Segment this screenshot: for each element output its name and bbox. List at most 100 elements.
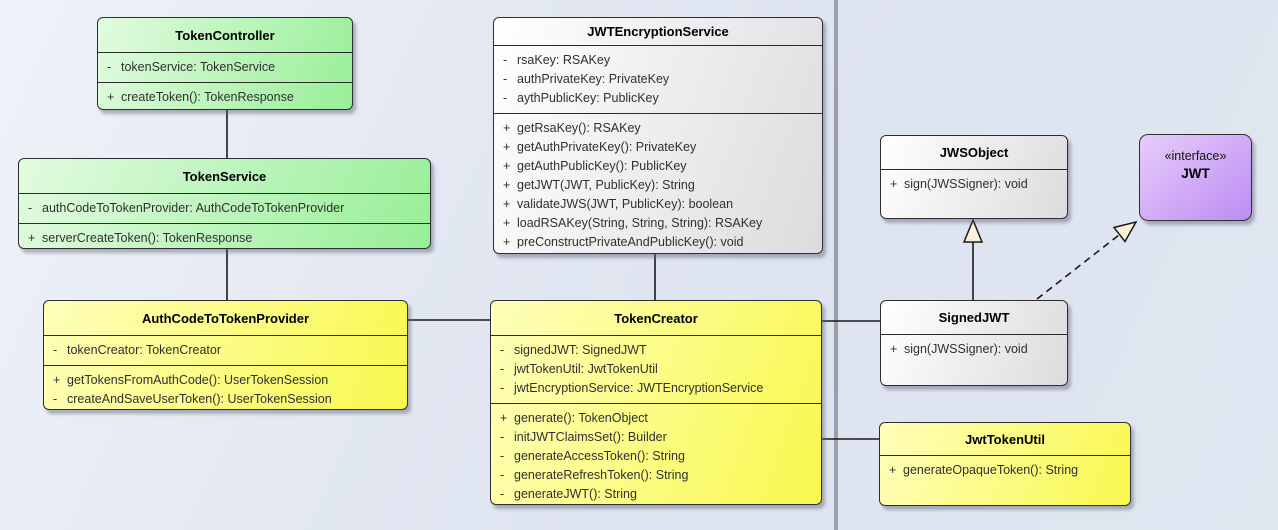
member-text: sign(JWSSigner): void (904, 342, 1028, 356)
class-box-signedjwt[interactable]: SignedJWT + sign(JWSSigner): void (880, 300, 1068, 386)
visibility-marker: + (28, 231, 36, 245)
generalization-signedjwt-jwsobject[interactable] (962, 218, 984, 300)
class-title: JWT (1181, 166, 1210, 181)
class-box-authcodetotokenprovider[interactable]: AuthCodeToTokenProvider -tokenCreator: T… (43, 300, 408, 410)
class-title: SignedJWT (938, 310, 1010, 325)
realization-arrowhead (1112, 220, 1138, 243)
visibility-marker: - (500, 487, 505, 501)
visibility-marker: + (107, 90, 115, 104)
attributes-compartment: -rsaKey: RSAKey-authPrivateKey: PrivateK… (494, 45, 822, 113)
member-row: -tokenService: TokenService (98, 58, 352, 77)
class-title: AuthCodeToTokenProvider (141, 310, 310, 326)
member-row: + generateOpaqueToken(): String (880, 461, 1130, 480)
member-text: generateRefreshToken(): String (514, 468, 689, 482)
member-text: signedJWT: SignedJWT (514, 343, 647, 357)
visibility-marker: - (53, 343, 58, 357)
member-text: aythPublicKey: PublicKey (517, 91, 659, 105)
member-row: -authCodeToTokenProvider: AuthCodeToToke… (19, 199, 430, 218)
attributes-compartment: -tokenService: TokenService (98, 52, 352, 82)
visibility-marker: + (503, 121, 511, 135)
class-title: TokenCreator (614, 310, 698, 326)
member-row: -signedJWT: SignedJWT (491, 341, 821, 360)
member-text: authPrivateKey: PrivateKey (517, 72, 670, 86)
visibility-marker: + (890, 342, 898, 356)
visibility-marker: + (503, 159, 511, 173)
visibility-marker: - (500, 343, 505, 357)
class-box-tokenservice[interactable]: TokenService -authCodeToTokenProvider: A… (18, 158, 431, 249)
visibility-marker: + (503, 197, 511, 211)
visibility-marker: - (28, 201, 33, 215)
methods-compartment: + getRsaKey(): RSAKey + getAuthPrivateKey()… (494, 113, 822, 253)
member-row: -aythPublicKey: PublicKey (494, 89, 822, 108)
visibility-marker: - (503, 72, 508, 86)
member-text: createAndSaveUserToken(): UserTokenSessi… (67, 392, 332, 406)
member-text: generateAccessToken(): String (514, 449, 685, 463)
methods-compartment: +getTokensFromAuthCode(): UserTokenSessi… (44, 365, 407, 409)
methods-compartment: +generate(): TokenObject-initJWTClaimsSe… (491, 403, 821, 504)
member-text: validateJWS(JWT, PublicKey): boolean (517, 197, 734, 211)
class-box-tokencontroller[interactable]: TokenController -tokenService: TokenServ… (97, 17, 353, 110)
member-row: -rsaKey: RSAKey (494, 51, 822, 70)
member-row: +getTokensFromAuthCode(): UserTokenSessi… (44, 371, 407, 390)
class-box-tokencreator[interactable]: TokenCreator -signedJWT: SignedJWT-jwtTo… (490, 300, 822, 505)
visibility-marker: + (503, 235, 511, 249)
attributes-compartment: -tokenCreator: TokenCreator (44, 335, 407, 365)
methods-compartment: + serverCreateToken(): TokenResponse (19, 223, 430, 248)
member-text: getAuthPrivateKey(): PrivateKey (517, 140, 697, 154)
stereotype-label: «interface» (1164, 149, 1227, 163)
member-row: -tokenCreator: TokenCreator (44, 341, 407, 360)
member-text: tokenService: TokenService (121, 60, 276, 74)
member-text: getTokensFromAuthCode(): UserTokenSessio… (67, 373, 329, 387)
member-text: loadRSAKey(String, String, String): RSAK… (517, 216, 763, 230)
member-text: initJWTClaimsSet(): Builder (514, 430, 667, 444)
visibility-marker: - (53, 392, 58, 406)
visibility-marker: - (503, 91, 508, 105)
methods-compartment: + sign(JWSSigner): void (881, 334, 1067, 385)
class-title: TokenService (182, 168, 267, 184)
member-text: getJWT(JWT, PublicKey): String (517, 178, 695, 192)
member-text: getAuthPublicKey(): PublicKey (517, 159, 687, 173)
visibility-marker: + (889, 463, 897, 477)
member-row: +preConstructPrivateAndPublicKey(): void (494, 233, 822, 252)
class-box-jwttokenutil[interactable]: JwtTokenUtil + generateOpaqueToken(): Str… (879, 422, 1131, 506)
member-row: -generateJWT(): String (491, 485, 821, 504)
visibility-marker: - (500, 468, 505, 482)
class-title: TokenController (175, 27, 275, 43)
attributes-compartment: -authCodeToTokenProvider: AuthCodeToToke… (19, 193, 430, 223)
member-text: jwtEncryptionService: JWTEncryptionServi… (514, 381, 764, 395)
class-box-jwtencryptionservice[interactable]: JWTEncryptionService -rsaKey: RSAKey-aut… (493, 17, 823, 254)
member-row: + serverCreateToken(): TokenResponse (19, 229, 430, 248)
visibility-marker: - (500, 381, 505, 395)
member-row: + loadRSAKey(String, String, String): RSA… (494, 214, 822, 233)
member-row: -jwtTokenUtil: JwtTokenUtil (491, 360, 821, 379)
member-text: generateJWT(): String (514, 487, 637, 501)
generalization-arrowhead (962, 218, 984, 243)
member-row: +generate(): TokenObject (491, 409, 821, 428)
member-row: -initJWTClaimsSet(): Builder (491, 428, 821, 447)
member-row: + sign(JWSSigner): void (881, 340, 1067, 359)
member-text: serverCreateToken(): TokenResponse (42, 231, 253, 245)
member-text: tokenCreator: TokenCreator (67, 343, 222, 357)
member-text: sign(JWSSigner): void (904, 177, 1028, 191)
visibility-marker: + (503, 216, 511, 230)
member-row: -jwtEncryptionService: JWTEncryptionServ… (491, 379, 821, 398)
member-row: + createToken(): TokenResponse (98, 88, 352, 107)
member-row: + getRsaKey(): RSAKey (494, 119, 822, 138)
class-title: JwtTokenUtil (965, 431, 1045, 447)
member-text: getRsaKey(): RSAKey (517, 121, 641, 135)
visibility-marker: - (503, 53, 508, 67)
member-row: + getJWT(JWT, PublicKey): String (494, 176, 822, 195)
class-box-jwt-interface[interactable]: «interface» JWT (1139, 134, 1252, 221)
visibility-marker: + (890, 177, 898, 191)
class-box-jwsobject[interactable]: JWSObject +sign(JWSSigner): void (880, 135, 1068, 219)
member-text: createToken(): TokenResponse (121, 90, 294, 104)
methods-compartment: + createToken(): TokenResponse (98, 82, 352, 109)
visibility-marker: + (503, 178, 511, 192)
member-row: + validateJWS(JWT, PublicKey): boolean (494, 195, 822, 214)
member-row: + sign(JWSSigner): void (881, 175, 1067, 194)
methods-compartment: + generateOpaqueToken(): String (880, 455, 1130, 505)
visibility-marker: + (500, 411, 508, 425)
realization-signedjwt-jwt[interactable] (1036, 220, 1138, 300)
member-text: generateOpaqueToken(): String (903, 463, 1079, 477)
